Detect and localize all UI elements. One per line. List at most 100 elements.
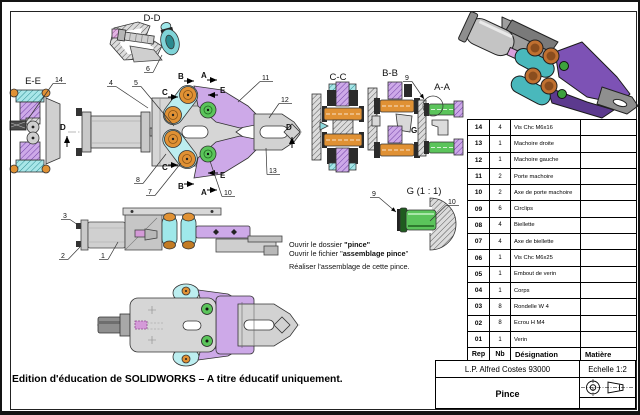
view-side: 3 2 1	[59, 207, 283, 260]
edu-edition-note: Edition d'éducation de SOLIDWORKS – A ti…	[12, 374, 343, 385]
title-block: L.P. Alfred Costes 93000 Echelle 1:2 Pin…	[435, 360, 636, 409]
balloon-8: 8	[136, 177, 140, 184]
table-cell: 14	[467, 118, 490, 137]
view-section-aa: A-A G	[411, 82, 464, 157]
axes-biellette	[164, 86, 197, 168]
table-cell: Machoire gauche	[510, 151, 581, 169]
view-label-g: G (1 : 1)	[407, 186, 442, 197]
table-cell	[580, 184, 637, 202]
balloon-4: 4	[109, 80, 113, 87]
drawing-scale: Echelle 1:2	[588, 364, 627, 374]
table-cell: 03	[467, 298, 490, 316]
dd-teal-knob	[160, 22, 180, 56]
table-cell: 06	[467, 249, 490, 267]
balloon-9-detail: 9	[372, 191, 376, 198]
dd-bracket	[129, 45, 163, 63]
section-letter-b-top: B	[178, 72, 184, 81]
table-cell: 08	[467, 216, 490, 235]
section-letter-d-left: D	[60, 123, 66, 132]
balloon-9: 9	[405, 75, 409, 82]
balloon-7: 7	[148, 189, 152, 196]
table-cell: 1	[489, 330, 511, 349]
table-cell	[580, 216, 637, 235]
instruction-line-3: Réaliser l'assemblage de cette pince.	[289, 262, 410, 272]
table-cell: 8	[489, 314, 511, 332]
drawing-title: Pince	[436, 378, 580, 409]
balloon-6: 6	[146, 66, 150, 73]
view-label-aa: A-A	[434, 82, 451, 93]
table-cell: 07	[467, 233, 490, 251]
table-cell	[580, 249, 637, 267]
side-machoire-arm	[195, 225, 251, 239]
table-cell: Porte machoire	[510, 167, 581, 186]
table-cell: Corps	[510, 281, 581, 300]
section-letter-c-top: C	[162, 88, 168, 97]
balloon-14: 14	[55, 77, 63, 84]
table-cell: 2	[489, 167, 511, 186]
table-cell: 12	[467, 151, 490, 169]
table-cell: 09	[467, 200, 490, 218]
table-cell	[580, 314, 637, 332]
table-cell	[580, 118, 637, 137]
table-cell: 1	[489, 281, 511, 300]
iso-verin	[458, 11, 515, 57]
view-main-front: C B A E C E B A D 4 5 11	[68, 71, 302, 197]
view-section-dd: D-D 6	[109, 13, 180, 73]
section-letter-a-bottom: A	[201, 188, 207, 197]
table-cell	[580, 281, 637, 300]
table-cell: 1	[489, 249, 511, 267]
table-cell: 01	[467, 330, 490, 349]
school-name: L.P. Alfred Costes 93000	[436, 361, 580, 377]
dd-vis-m6x25	[116, 28, 155, 45]
view-label-dd: D-D	[144, 13, 161, 24]
balloon-10: 10	[224, 190, 232, 197]
first-angle-projection-icon	[581, 379, 633, 396]
top-corps	[129, 297, 217, 353]
table-cell	[580, 135, 637, 153]
view-detail-g: G (1 : 1) 9 10	[370, 186, 459, 251]
table-cell: 05	[467, 265, 490, 283]
header-rep: Rep	[467, 347, 490, 362]
balloon-12: 12	[281, 97, 289, 104]
view-isometric-3d	[458, 11, 638, 119]
table-cell: Verin	[510, 330, 581, 349]
table-cell: 4	[489, 118, 511, 137]
section-letter-c-bottom: C	[162, 163, 168, 172]
projection-symbol-cell	[580, 378, 635, 409]
instruction-line-2: Ouvrir le fichier "assemblage pince"	[289, 248, 409, 258]
section-letter-d-right: D	[286, 123, 292, 132]
view-label-cc: C-C	[330, 72, 347, 83]
table-cell	[580, 298, 637, 316]
section-letter-e-top: E	[220, 86, 226, 95]
table-cell: 1	[489, 151, 511, 169]
table-cell: 1	[489, 135, 511, 153]
instructions-text: Ouvrir le dossier "pince" Ouvrir le fich…	[289, 240, 461, 272]
balloon-13: 13	[269, 168, 277, 175]
table-cell: 2	[489, 184, 511, 202]
view-section-ee: E-E 14 D	[9, 76, 70, 174]
table-cell: 04	[467, 281, 490, 300]
table-cell: 10	[467, 184, 490, 202]
table-cell: 11	[467, 167, 490, 186]
table-cell: Machoire droite	[510, 135, 581, 153]
table-cell: 1	[489, 265, 511, 283]
view-label-bb: B-B	[382, 68, 398, 79]
cc-axe-cylinder-bottom	[323, 133, 363, 147]
table-cell: Axe de porte machoire	[510, 184, 581, 202]
view-top	[97, 283, 300, 367]
balloon-5: 5	[134, 80, 138, 87]
detail-circle-g	[422, 95, 444, 117]
